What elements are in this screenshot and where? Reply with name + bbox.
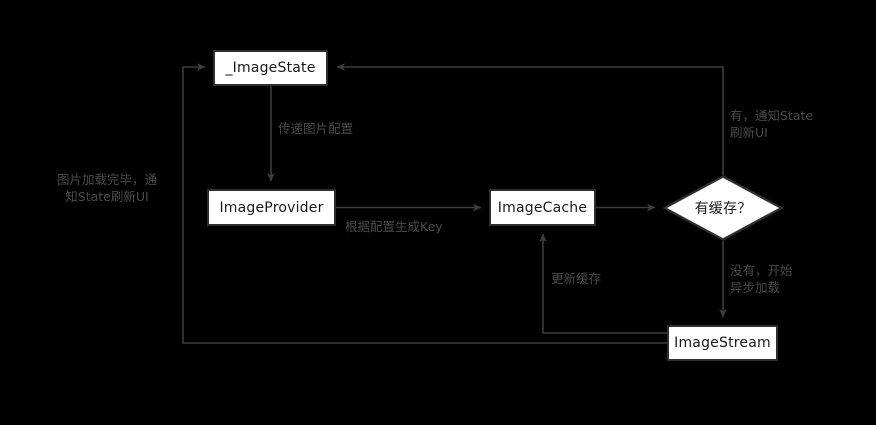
edge-label-notify-state: 有，通知State 刷新UI <box>730 108 814 140</box>
node-image-provider-label: ImageProvider <box>219 199 324 216</box>
edge-label-pass-config: 传递图片配置 <box>278 121 354 136</box>
node-image-cache[interactable]: ImageCache <box>489 189 596 226</box>
node-image-cache-label: ImageCache <box>497 199 588 216</box>
edge-label-generate-key: 根据配置生成Key <box>345 219 443 234</box>
edge-label-loaded-notify: 图片加载完毕，通 知State刷新UI <box>56 172 157 204</box>
edge-decision-yes-to-state <box>336 63 724 175</box>
edge-label-update-cache: 更新缓存 <box>551 271 602 286</box>
diamond-shape-icon <box>663 175 783 241</box>
node-image-state-label: _ImageState <box>225 60 316 76</box>
node-image-provider[interactable]: ImageProvider <box>207 189 336 226</box>
node-image-stream[interactable]: ImageStream <box>667 325 778 361</box>
node-image-state[interactable]: _ImageState <box>213 50 328 86</box>
edge-label-start-async: 没有，开始 异步加载 <box>730 263 793 295</box>
node-has-cache-decision[interactable]: 有缓存？ <box>663 175 783 241</box>
node-has-cache-label: 有缓存？ <box>694 201 752 217</box>
node-image-stream-label: ImageStream <box>674 335 771 351</box>
